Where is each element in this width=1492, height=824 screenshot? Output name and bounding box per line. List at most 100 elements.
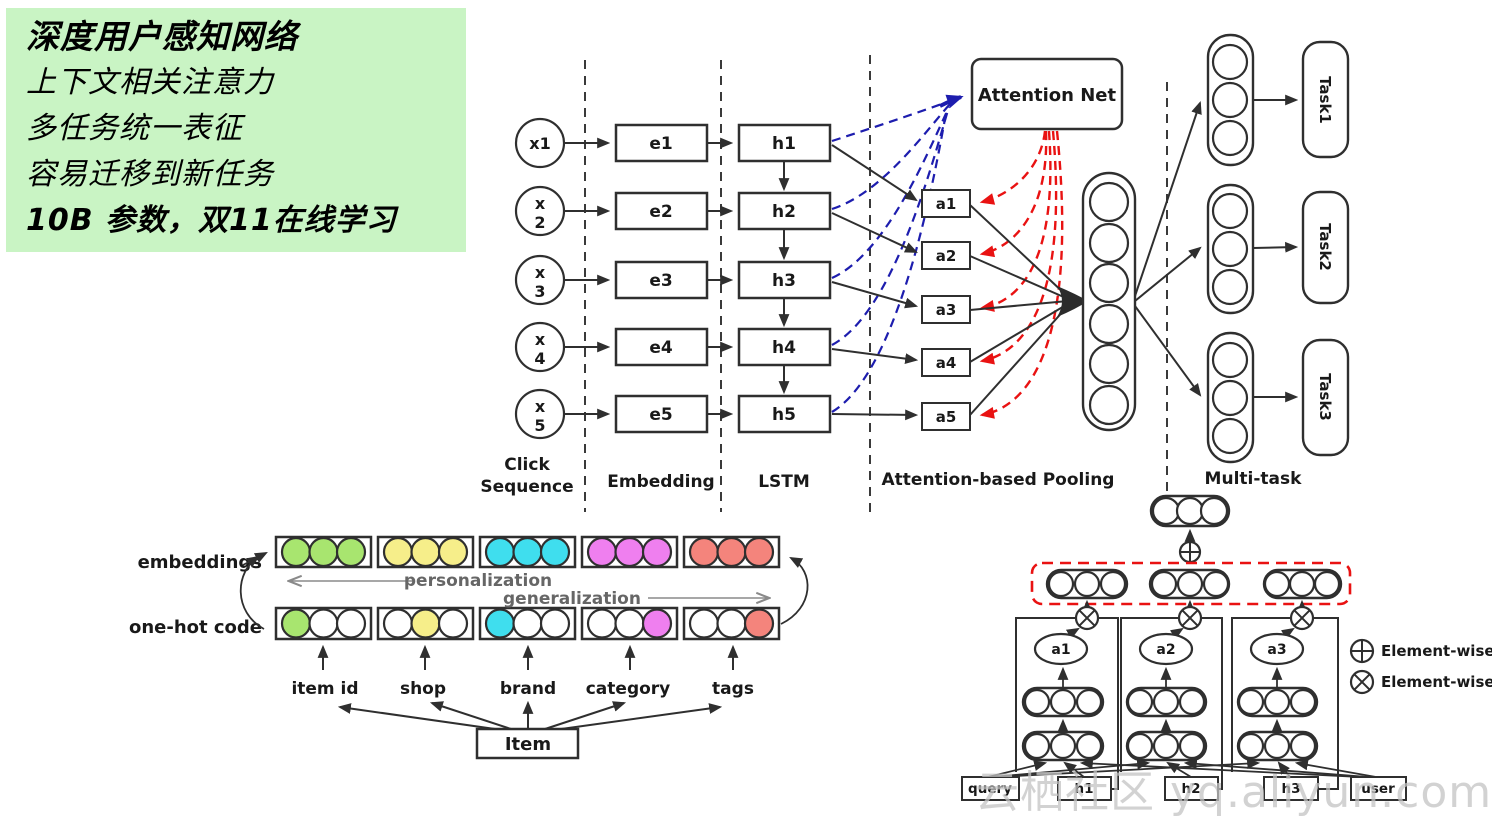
attention-input-boxes: query h1 h2 h3 user <box>961 776 1407 801</box>
right-hook-arrow <box>780 556 809 625</box>
embedding-cell <box>335 536 367 568</box>
generalization-label: generalization <box>503 589 641 609</box>
lstm-box <box>737 123 832 163</box>
input-crossing-arrows <box>987 758 1377 778</box>
stage-pooling-label: Attention-based Pooling <box>882 470 1115 490</box>
input-x1-label: x1 <box>529 134 550 153</box>
input-node <box>514 185 566 237</box>
onehot-row <box>274 606 781 641</box>
embedding-cell <box>437 536 469 568</box>
multitask-column <box>1206 33 1299 464</box>
unit-circle <box>1178 688 1206 716</box>
unit-circle <box>1178 732 1206 760</box>
onehot-cell <box>614 608 645 639</box>
input-node <box>514 117 566 169</box>
task2-label: Task2 <box>1316 223 1334 271</box>
lstm-column: h1 h2 h3 h4 h5 <box>737 123 832 434</box>
left-hook-arrow <box>239 555 265 630</box>
alpha-a2-label: a2 <box>936 247 957 265</box>
unit-circle <box>1176 570 1204 598</box>
h3-label: h3 <box>1281 781 1300 797</box>
onehot-cell <box>716 608 747 639</box>
info-box-line: 容易迁移到新任务 <box>26 157 274 192</box>
unit-circle <box>1289 732 1317 760</box>
unit-circle <box>1237 688 1265 716</box>
embedding-cell <box>586 536 618 568</box>
elementwise-plus-node <box>1178 540 1202 564</box>
unit-circle <box>1075 732 1103 760</box>
weighted-capsules <box>1045 568 1343 600</box>
embedding-e5-label: e5 <box>649 405 672 425</box>
unit-circle <box>1126 688 1154 716</box>
embedding-e4-label: e4 <box>649 338 673 358</box>
embedding-column: e1 e2 e3 e4 e5 <box>614 123 709 434</box>
h1-label: h1 <box>1074 781 1093 797</box>
unit-circle <box>1211 417 1249 455</box>
unit-circle <box>1049 688 1077 716</box>
info-box: 深度用户感知网络 上下文相关注意力 多任务统一表征 容易迁移到新任务 10B 参… <box>6 8 466 252</box>
unit-circle <box>1202 570 1230 598</box>
unit-circle <box>1237 732 1265 760</box>
task3-label: Task3 <box>1316 373 1334 421</box>
unit-circle <box>1150 570 1178 598</box>
unit-circle <box>1049 732 1077 760</box>
unit-circle <box>1088 222 1130 264</box>
alpha-box <box>921 241 971 270</box>
unit-circle <box>1263 688 1291 716</box>
unit-circle <box>1088 303 1130 345</box>
embedding-cell <box>410 536 441 568</box>
embedding-table-diagram: embeddings one-hot code personalization … <box>129 535 809 760</box>
alpha-box <box>921 348 971 377</box>
elementwise-times-nodes <box>1074 599 1315 631</box>
embedding-e1-label: e1 <box>649 134 672 154</box>
unit-circle <box>1211 341 1249 379</box>
field-tags-label: tags <box>712 679 754 699</box>
stage-separators <box>584 55 1168 512</box>
field-category-label: category <box>586 679 671 699</box>
query-label: query <box>968 781 1012 797</box>
embedding-e3-label: e3 <box>649 271 672 291</box>
alpha-to-pool-lines <box>969 204 1088 416</box>
unit-circle <box>1152 732 1180 760</box>
unit-circle <box>1023 688 1051 716</box>
embedding-cell <box>280 536 312 568</box>
onehot-cell <box>586 608 618 639</box>
unit-circle <box>1075 688 1103 716</box>
unit-circle <box>1047 570 1075 598</box>
unit-circle <box>1126 732 1154 760</box>
pooled-vector <box>1081 171 1137 432</box>
user-box <box>1350 776 1407 801</box>
detail-a3-label: a3 <box>1267 642 1286 658</box>
task1-label: Task1 <box>1316 76 1334 124</box>
stage-embedding-label: Embedding <box>607 472 714 492</box>
unit-circle <box>1175 496 1205 526</box>
field-to-onehot-arrows <box>317 644 739 670</box>
item-fanout-arrows <box>337 700 723 731</box>
unit-circle <box>1263 570 1291 598</box>
embedding-cell <box>641 536 673 568</box>
unit-circle <box>1263 732 1291 760</box>
onehot-cell <box>484 608 516 639</box>
onehot-row-label: one-hot code <box>129 617 262 638</box>
onehot-cell <box>743 608 775 639</box>
item-label: Item <box>505 734 551 755</box>
legend-times-label: Element-wise x <box>1381 673 1492 691</box>
unit-circle <box>1151 496 1181 526</box>
h2-label: h2 <box>1181 781 1200 797</box>
attention-weight-nodes: a1 a2 a3 <box>1033 627 1305 666</box>
info-box-line: 10B 参数，双11在线学习 <box>26 203 397 238</box>
onehot-cell <box>641 608 673 639</box>
unit-circle <box>1088 181 1130 223</box>
input-node <box>514 321 566 373</box>
personalization-label: personalization <box>404 571 552 591</box>
embedding-cell <box>484 536 516 568</box>
info-box-title: 深度用户感知网络 <box>26 17 298 56</box>
elementwise-times-icon <box>1349 669 1375 695</box>
alpha-a3-label: a3 <box>936 301 957 319</box>
unit-circle <box>1211 119 1249 157</box>
